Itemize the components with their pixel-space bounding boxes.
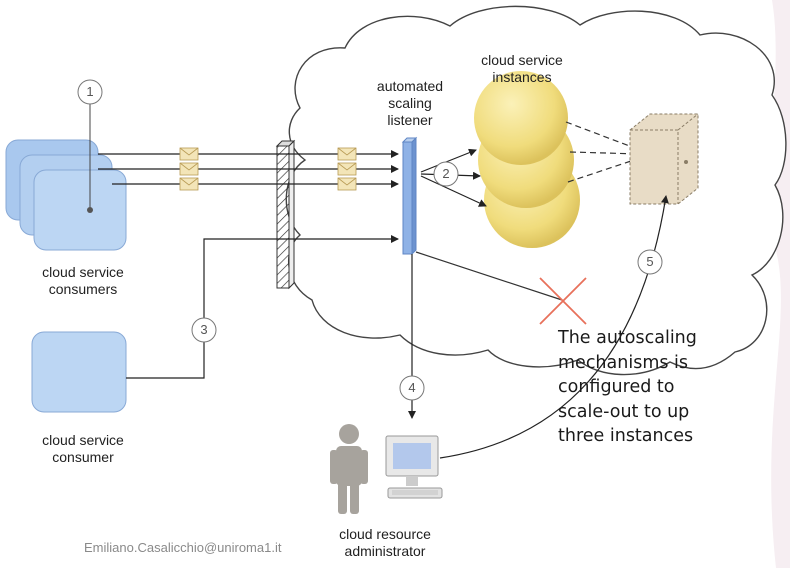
- firewall-bar: [275, 139, 296, 290]
- computer-icon: [385, 435, 443, 499]
- note-line-5: three instances: [558, 426, 694, 446]
- note-line-2: mechanisms is: [558, 352, 689, 373]
- step-marker-2: 2: [433, 161, 459, 187]
- step-marker-3: 3: [191, 317, 217, 343]
- cloud-service-consumers-stack: [5, 139, 127, 251]
- step-number-1: 1: [86, 84, 93, 99]
- step-number-2: 2: [442, 166, 449, 181]
- rejected-request-line: [415, 251, 563, 301]
- note-line-1: The autoscaling: [558, 328, 697, 348]
- author-footer: Emiliano.Casalicchio@uniroma1.it: [84, 540, 282, 555]
- instance-server-links: [565, 121, 641, 183]
- envelope-icon: [179, 147, 357, 191]
- note-line-4: scale-out to up: [558, 401, 690, 422]
- step-number-5: 5: [646, 254, 653, 269]
- server-icon: [629, 113, 699, 205]
- note-line-3: configured to: [558, 377, 675, 397]
- autoscaling-note: The autoscaling mechanisms is configured…: [558, 326, 728, 449]
- cloud-service-consumer-box: [31, 331, 127, 413]
- step-marker-4: 4: [399, 375, 425, 401]
- step-marker-5: 5: [637, 249, 663, 275]
- step-marker-1: 1: [77, 79, 103, 105]
- step-number-4: 4: [408, 380, 415, 395]
- step-1-dot: [87, 207, 93, 213]
- automated-scaling-listener-bar: [401, 136, 418, 256]
- person-icon: [330, 424, 368, 514]
- rejected-cross: [539, 277, 587, 325]
- cloud-service-instances: [474, 71, 580, 248]
- step-number-3: 3: [200, 322, 207, 337]
